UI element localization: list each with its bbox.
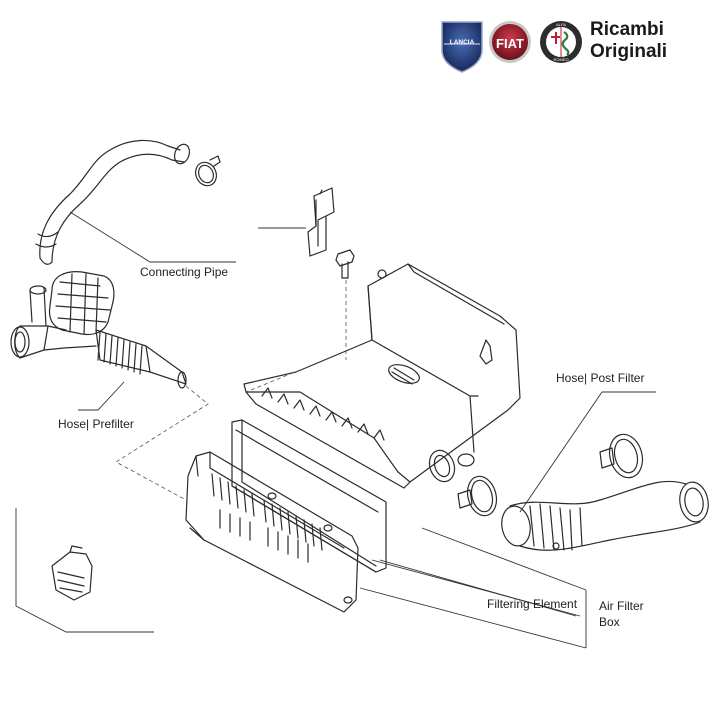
air-filter-box-lower-part <box>185 451 359 613</box>
brand-title-line2: Originali <box>590 41 668 62</box>
leader-hose-post-filter <box>519 391 603 513</box>
prefilter-part <box>10 271 187 389</box>
label-filtering-element: Filtering Element <box>487 597 578 611</box>
small-clip-part <box>51 545 93 601</box>
brand-title-line1: Ricambi <box>590 19 664 40</box>
svg-text:ROMEO: ROMEO <box>553 57 568 62</box>
alfa-romeo-logo: ALFA ROMEO <box>540 21 582 63</box>
leader-filtering-element <box>371 559 581 617</box>
svg-text:ALFA: ALFA <box>556 22 566 27</box>
dashed-alignment-line <box>115 385 209 501</box>
bolt-part <box>335 249 355 279</box>
post-filter-hose-part <box>457 433 709 551</box>
label-air-filter-box-line1: Air Filter <box>599 599 644 613</box>
bracket-part <box>307 187 335 257</box>
fiat-logo: FIAT <box>489 21 531 63</box>
label-connecting-pipe: Connecting Pipe <box>140 265 229 279</box>
label-hose-post-filter: Hose| Post Filter <box>556 371 645 385</box>
air-filter-box-top-part <box>243 263 521 489</box>
lancia-logo: LANCIA <box>441 21 483 73</box>
leader-air-filter-box-lower <box>359 587 587 649</box>
filtering-element-part <box>231 419 387 573</box>
svg-text:FIAT: FIAT <box>496 36 524 51</box>
label-air-filter-box-line2: Box <box>599 615 620 629</box>
label-hose-prefilter: Hose| Prefilter <box>58 417 134 431</box>
leader-small-clip <box>15 508 154 633</box>
svg-text:LANCIA: LANCIA <box>450 39 475 46</box>
connecting-pipe-part <box>35 139 221 265</box>
leader-air-filter-box-upper <box>421 527 587 591</box>
leader-hose-prefilter <box>78 381 125 411</box>
leader-connecting-pipe <box>69 211 236 263</box>
